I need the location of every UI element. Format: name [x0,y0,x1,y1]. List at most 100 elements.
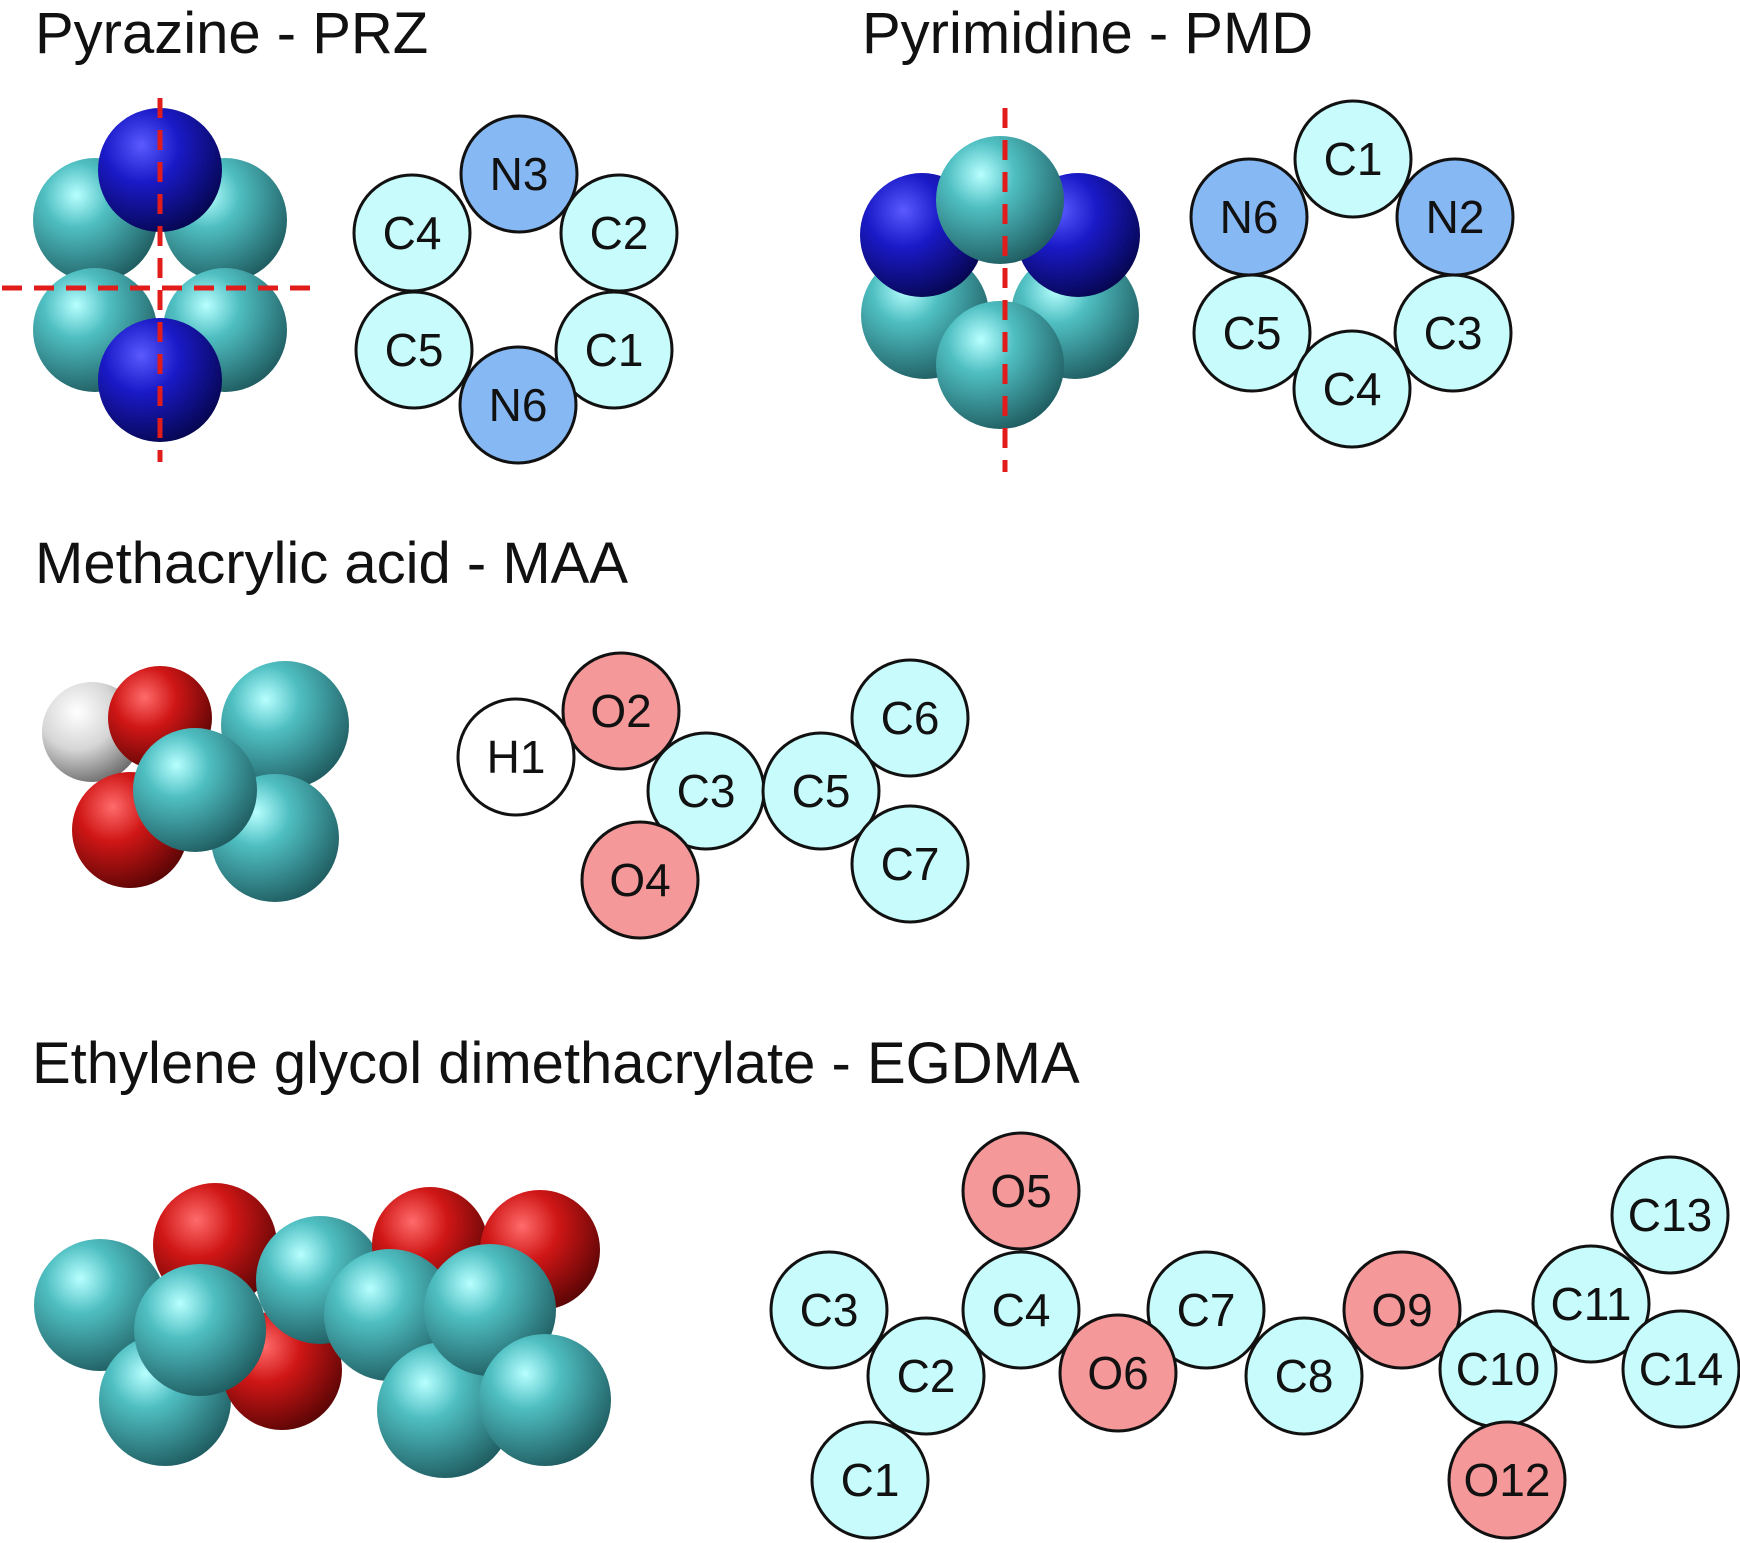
methacrylic-acid-atom-schematic: O2 H1 C6 C3 C5 O4 C7 [456,651,970,940]
methacrylic-acid-space-filling-model [42,661,349,902]
atom-label: H1 [487,731,546,783]
atom-circle [1058,1313,1178,1433]
atom-node: O5 [961,1131,1081,1251]
atom-node: C2 [559,173,679,293]
atom-circle [769,1250,889,1370]
atom-label: C10 [1456,1343,1540,1395]
atom-label: C8 [1275,1350,1334,1402]
sphere-carbon [221,661,349,789]
atom-circle [354,290,474,410]
title-egdma: Ethylene glycol dimethacrylate - EGDMA [32,1031,1080,1096]
atom-circle [866,1316,986,1436]
atom-circle [1146,1250,1266,1370]
atom-circle [561,651,681,771]
atom-label: O12 [1464,1454,1551,1506]
atom-label: N6 [1220,191,1279,243]
atom-node: C1 [1293,99,1413,219]
atom-label: C5 [792,765,851,817]
sphere-carbon [377,1342,513,1478]
atom-label: O2 [590,685,651,737]
title-methacrylic-acid: Methacrylic acid - MAA [35,531,629,596]
sphere-carbon [479,1334,611,1466]
atom-circle [580,820,700,940]
atom-node: N6 [458,345,578,465]
atom-node: C4 [1292,329,1412,449]
sphere-carbon [936,136,1064,264]
sphere-nitrogen [98,318,222,442]
atom-node: O4 [580,820,700,940]
atom-node: N6 [1189,157,1309,277]
atom-node: N2 [1395,157,1515,277]
atom-node: C13 [1610,1155,1730,1275]
atom-node: C1 [554,290,674,410]
atom-label: N2 [1426,191,1485,243]
atom-node: C5 [1192,273,1312,393]
atom-circle [761,731,881,851]
atom-circle [458,345,578,465]
atom-label: C1 [841,1454,900,1506]
atom-node: C14 [1621,1309,1740,1429]
atom-label: C7 [881,838,940,890]
pyrazine-atom-schematic: N3 C4 C2 C5 C1 N6 [352,114,679,465]
sphere-carbon [936,301,1064,429]
atom-label: C4 [383,207,442,259]
atom-label: C13 [1628,1189,1712,1241]
title-pyrazine: Pyrazine - PRZ [35,1,429,66]
atom-node: O6 [1058,1313,1178,1433]
atom-circle [1192,273,1312,393]
atom-circle [961,1131,1081,1251]
sphere-carbon [34,1239,166,1371]
atom-label: O6 [1087,1347,1148,1399]
atom-circle [1342,1250,1462,1370]
atom-node: C2 [866,1316,986,1436]
atom-label: C5 [385,324,444,376]
atom-label: C7 [1177,1284,1236,1336]
atom-node: O12 [1447,1420,1567,1540]
atom-label: C3 [677,765,736,817]
atom-label: O9 [1371,1284,1432,1336]
atom-label: C3 [1424,307,1483,359]
atom-label: C2 [590,207,649,259]
atom-circle [456,697,576,817]
atom-label: C3 [800,1284,859,1336]
atom-label: C2 [897,1350,956,1402]
atom-node: C8 [1244,1316,1364,1436]
atom-node: O2 [561,651,681,771]
atom-circle [1610,1155,1730,1275]
atom-node: C4 [961,1250,1081,1370]
atom-node: C5 [354,290,474,410]
atom-label: N3 [490,148,549,200]
atom-label: C4 [992,1284,1051,1336]
pyrimidine-atom-schematic: C1 N6 N2 C5 C3 C4 [1189,99,1515,449]
atom-label: C14 [1639,1343,1723,1395]
pyrazine-space-filling-model [2,98,310,462]
atom-node: C3 [646,731,766,851]
pyrimidine-space-filling-model [860,108,1140,472]
atom-node: C3 [769,1250,889,1370]
atom-label: O4 [609,854,670,906]
atom-circle [1447,1420,1567,1540]
atom-label: C6 [881,692,940,744]
atom-node: C7 [1146,1250,1266,1370]
atom-label: O5 [990,1165,1051,1217]
atom-node: C1 [810,1420,930,1540]
atom-node: H1 [456,697,576,817]
atom-node: O9 [1342,1250,1462,1370]
atom-circle [1621,1309,1740,1429]
atom-circle [1293,99,1413,219]
atom-node: C11 [1531,1244,1651,1364]
atom-circle [1531,1244,1651,1364]
atom-circle [554,290,674,410]
egdma-atom-schematic: O5 C13 C3 C4 C7 O9 C11 C2 [769,1131,1740,1540]
atom-node: C5 [761,731,881,851]
atom-circle [961,1250,1081,1370]
atom-label: C1 [585,324,644,376]
atom-circle [810,1420,930,1540]
atom-label: C4 [1323,363,1382,415]
sphere-carbon [134,1264,266,1396]
atom-circle [459,114,579,234]
egdma-space-filling-model [34,1183,611,1478]
sphere-carbon [133,728,257,852]
atom-label: N6 [489,379,548,431]
